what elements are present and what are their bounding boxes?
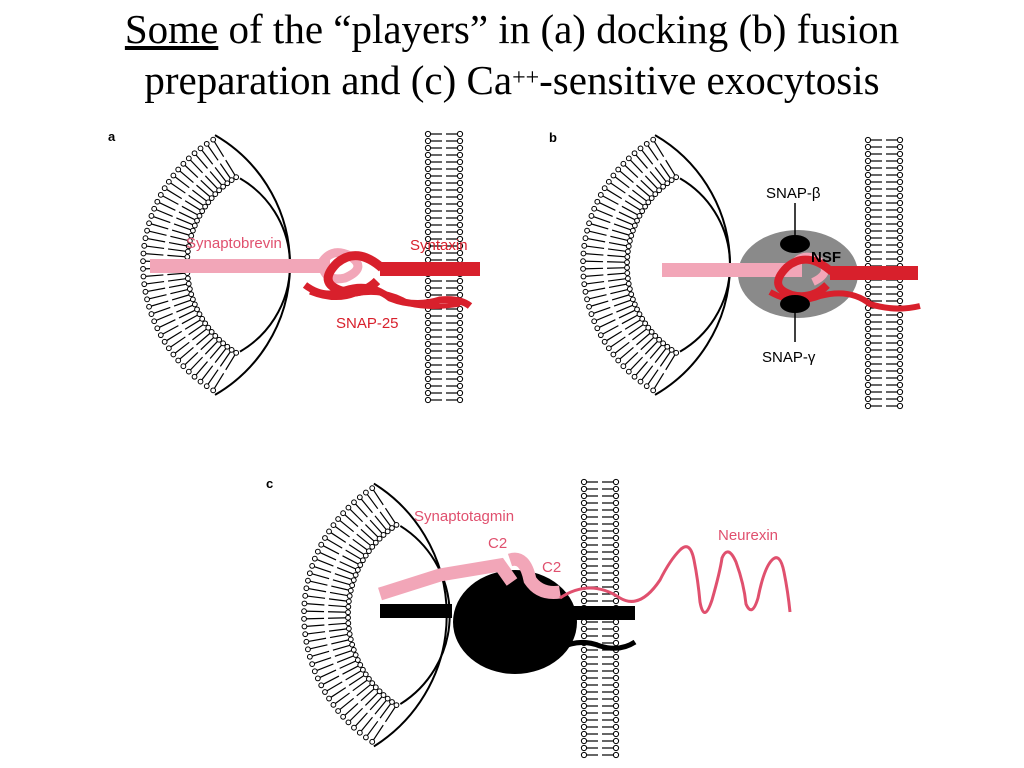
synaptotagmin-c2-domains <box>507 552 561 599</box>
neurexin-chain <box>559 545 792 614</box>
panel-b: b SNAP-β NSF SNAP-γ <box>549 130 921 410</box>
label-c2-right: C2 <box>542 559 561 576</box>
title-underlined-word: Some <box>124 6 219 52</box>
syntaxin-bar-b <box>830 266 918 280</box>
synaptotagmin-complex <box>453 570 577 674</box>
slide-title: Some of the “players” in (a) docking (b)… <box>0 4 1024 106</box>
snap-beta-blob <box>780 235 810 253</box>
syntaxin-bar-c <box>560 606 635 620</box>
title-line-2-pre: preparation and (c) Ca <box>144 57 513 103</box>
synaptotagmin-stalk <box>378 557 518 601</box>
syntaxin-coil-b <box>774 255 835 301</box>
synaptobrevin-bar-a <box>150 259 330 273</box>
label-neurexin: Neurexin <box>718 527 778 544</box>
panel-a: a Synaptobrevin Syntaxin SNAP-25 <box>108 129 480 404</box>
label-snap25: SNAP-25 <box>336 315 399 332</box>
title-line-1-rest: of the “players” in (a) docking (b) fusi… <box>218 6 900 52</box>
panel-letter-a: a <box>108 129 116 144</box>
synaptobrevin-bar-b <box>662 263 802 277</box>
label-nsf: NSF <box>811 249 841 266</box>
title-line-2: preparation and (c) Ca++-sensitive exocy… <box>0 55 1024 106</box>
panel-letter-b: b <box>549 130 557 145</box>
label-snap-beta: SNAP-β <box>766 185 821 202</box>
snap25-strand-a <box>302 282 473 309</box>
label-syntaxin: Syntaxin <box>410 237 468 254</box>
panel-letter-c: c <box>266 476 273 491</box>
synaptobrevin-bar-c <box>380 604 452 618</box>
snap-gamma-blob <box>780 295 810 313</box>
title-line-2-post: -sensitive exocytosis <box>539 57 880 103</box>
title-line-1: Some of the “players” in (a) docking (b)… <box>0 4 1024 55</box>
syntaxin-bar-a <box>380 262 480 276</box>
snap25-strand-c <box>558 639 637 651</box>
label-snap-gamma: SNAP-γ <box>762 349 816 366</box>
snap25-strand-a2 <box>309 289 461 309</box>
plasma-membrane-a <box>424 130 464 404</box>
label-synaptobrevin: Synaptobrevin <box>186 235 282 252</box>
label-c2-left: C2 <box>488 535 507 552</box>
title-superscript: ++ <box>512 65 540 91</box>
label-synaptotagmin: Synaptotagmin <box>414 508 514 525</box>
panel-c: c Synaptotagmin C2 C2 Neurexin <box>266 476 792 759</box>
